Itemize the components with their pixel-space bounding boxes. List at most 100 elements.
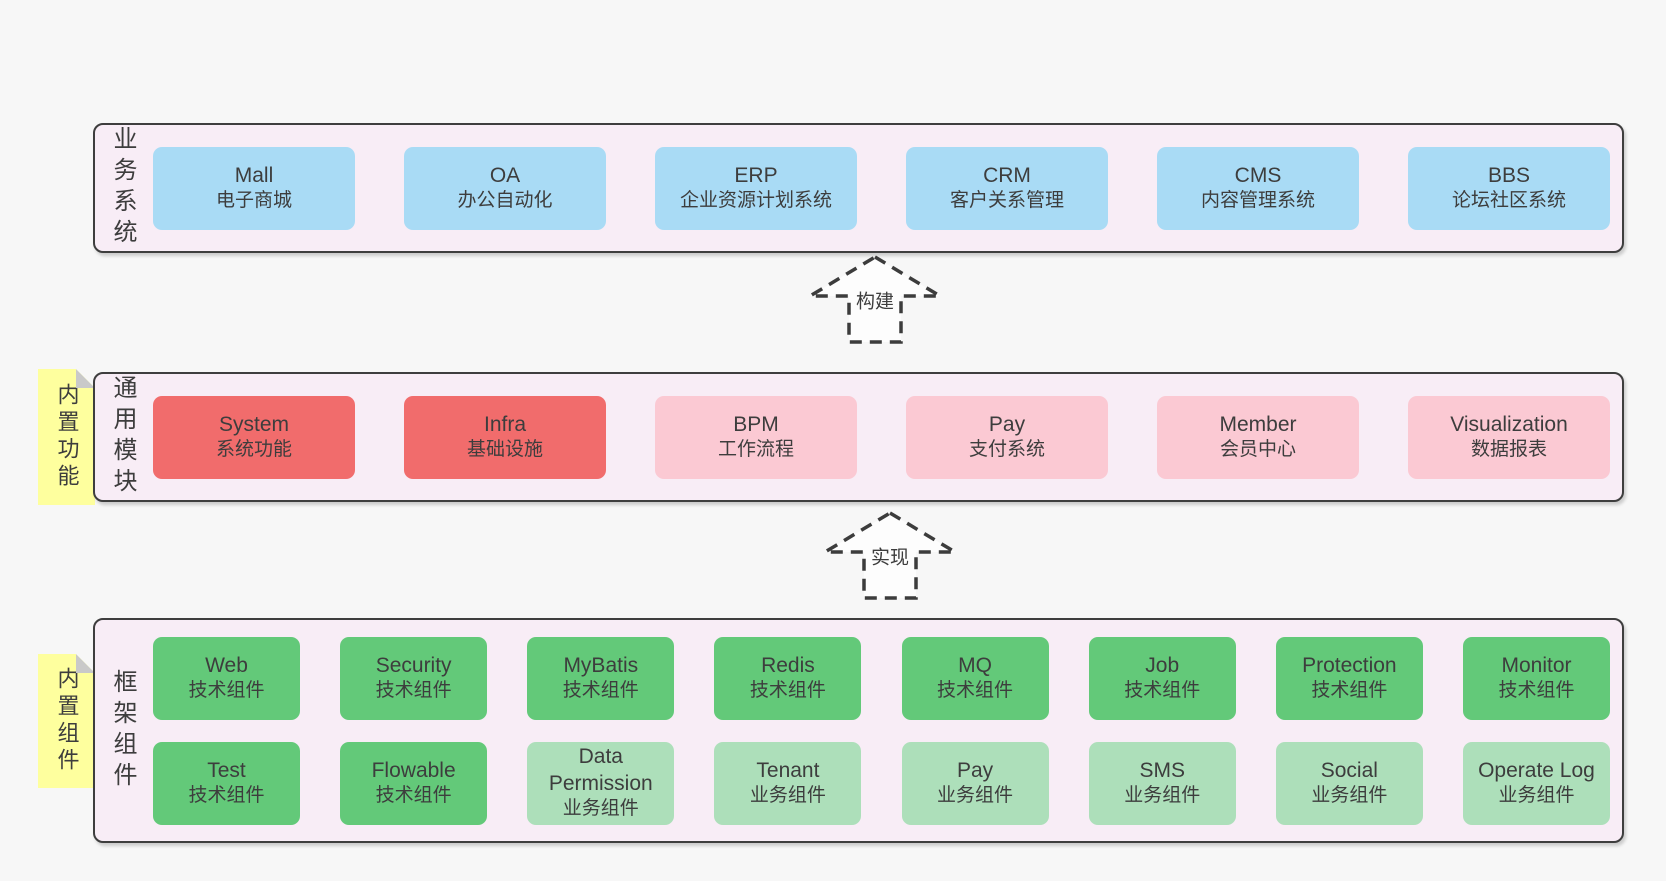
box-title: Job (1145, 653, 1180, 677)
box-subtitle: 业务组件 (1311, 784, 1388, 806)
box-title: Protection (1302, 653, 1397, 677)
box-title: Infra (483, 412, 527, 436)
box-title: System (218, 412, 289, 436)
box-title: Monitor (1501, 653, 1572, 677)
box-subtitle: 技术组件 (375, 784, 452, 806)
band-label-framework-components: 框架组件 (95, 620, 149, 841)
band-content: Mall 电子商城 OA 办公自动化 ERP 企业资源计划系统 CRM 客户关系… (149, 125, 1622, 251)
box-pay-business: Pay 业务组件 (901, 741, 1049, 825)
box-title: BBS (1487, 163, 1531, 187)
box-security: Security 技术组件 (340, 636, 488, 720)
band-label-text: 框架组件 (109, 668, 136, 793)
box-member: Member 会员中心 (1157, 395, 1359, 479)
box-subtitle: 业务组件 (749, 784, 826, 806)
box-subtitle: 企业资源计划系统 (679, 189, 832, 211)
band-label-text: 业务系统 (109, 126, 136, 250)
box-tenant: Tenant 业务组件 (714, 741, 862, 825)
band-label-common-modules: 通用模块 (95, 374, 149, 500)
box-subtitle: 业务组件 (937, 784, 1014, 806)
box-title: Test (207, 758, 246, 782)
box-title: SMS (1139, 758, 1185, 782)
box-bbs: BBS 论坛社区系统 (1408, 146, 1610, 230)
band-common-modules: 通用模块 System 系统功能 Infra 基础设施 BPM 工作流程 Pay (93, 372, 1624, 502)
band-business-systems: 业务系统 Mall 电子商城 OA 办公自动化 ERP 企业资源计划系统 CRM (93, 123, 1624, 253)
band-label-text: 通用模块 (109, 375, 136, 499)
box-title: CMS (1234, 163, 1282, 187)
box-infra: Infra 基础设施 (404, 395, 606, 479)
box-title: CRM (983, 163, 1031, 187)
box-title: BPM (733, 412, 779, 436)
box-title: MQ (958, 653, 992, 677)
band-content: Web 技术组件 Security 技术组件 MyBatis 技术组件 Redi… (149, 620, 1622, 841)
box-title: Tenant (756, 758, 820, 782)
box-title: Pay (988, 412, 1026, 436)
box-subtitle: 业务组件 (1498, 784, 1575, 806)
box-subtitle: 业务组件 (1124, 784, 1201, 806)
sticky-note-builtin-components: 内置组件 (38, 654, 95, 788)
band-label-business-systems: 业务系统 (95, 125, 149, 251)
box-title: Visualization (1450, 412, 1568, 436)
band-framework-components: 框架组件 Web 技术组件 Security 技术组件 MyBatis 技术组件… (93, 618, 1624, 843)
box-subtitle: 技术组件 (562, 679, 639, 701)
box-subtitle: 技术组件 (1124, 679, 1201, 701)
box-title: MyBatis (563, 653, 639, 677)
box-erp: ERP 企业资源计划系统 (655, 146, 857, 230)
box-visualization: Visualization 数据报表 (1408, 395, 1610, 479)
box-title: Pay (956, 758, 994, 782)
box-mall: Mall 电子商城 (153, 146, 355, 230)
implement-arrow-label: 实现 (867, 541, 913, 571)
box-oa: OA 办公自动化 (404, 146, 606, 230)
box-subtitle: 技术组件 (749, 679, 826, 701)
box-social: Social 业务组件 (1275, 741, 1423, 825)
box-subtitle: 技术组件 (375, 679, 452, 701)
box-redis: Redis 技术组件 (714, 636, 862, 720)
box-mybatis: MyBatis 技术组件 (527, 636, 675, 720)
sticky-note-label: 内置功能 (54, 383, 80, 491)
box-row: Test 技术组件 Flowable 技术组件 Data Permission … (153, 741, 1610, 825)
box-flowable: Flowable 技术组件 (340, 741, 488, 825)
box-title: Flowable (371, 758, 456, 782)
box-title: Data Permission (548, 745, 653, 795)
build-arrow-label: 构建 (852, 285, 898, 315)
box-subtitle: 技术组件 (937, 679, 1014, 701)
box-subtitle: 论坛社区系统 (1451, 189, 1566, 211)
sticky-note-builtin-features: 内置功能 (38, 369, 95, 505)
implement-arrow: 实现 (815, 510, 965, 602)
box-job: Job 技术组件 (1088, 636, 1236, 720)
box-subtitle: 基础设施 (466, 438, 543, 460)
box-subtitle: 会员中心 (1219, 438, 1296, 460)
box-protection: Protection 技术组件 (1275, 636, 1423, 720)
box-bpm: BPM 工作流程 (655, 395, 857, 479)
box-title: Operate Log (1478, 758, 1595, 782)
box-title: OA (489, 163, 521, 187)
box-crm: CRM 客户关系管理 (906, 146, 1108, 230)
box-system: System 系统功能 (153, 395, 355, 479)
box-subtitle: 电子商城 (215, 189, 292, 211)
box-web: Web 技术组件 (153, 636, 300, 720)
box-title: Security (375, 653, 452, 677)
box-row: Mall 电子商城 OA 办公自动化 ERP 企业资源计划系统 CRM 客户关系… (153, 146, 1610, 230)
box-title: Redis (761, 653, 815, 677)
band-content: System 系统功能 Infra 基础设施 BPM 工作流程 Pay 支付系统… (149, 374, 1622, 500)
box-title: Web (205, 653, 248, 677)
box-pay: Pay 支付系统 (906, 395, 1108, 479)
box-row: Web 技术组件 Security 技术组件 MyBatis 技术组件 Redi… (153, 636, 1610, 720)
box-operate-log: Operate Log 业务组件 (1462, 741, 1610, 825)
box-title: Mall (234, 163, 274, 187)
box-subtitle: 技术组件 (1311, 679, 1388, 701)
box-subtitle: 内容管理系统 (1200, 189, 1315, 211)
box-title: ERP (734, 163, 778, 187)
box-subtitle: 工作流程 (717, 438, 794, 460)
build-arrow: 构建 (800, 254, 950, 346)
box-subtitle: 支付系统 (968, 438, 1045, 460)
box-subtitle: 技术组件 (188, 784, 265, 806)
box-subtitle: 业务组件 (562, 797, 639, 819)
box-data-permission: Data Permission 业务组件 (527, 741, 675, 825)
box-subtitle: 系统功能 (215, 438, 292, 460)
box-subtitle: 客户关系管理 (949, 189, 1064, 211)
box-monitor: Monitor 技术组件 (1462, 636, 1610, 720)
box-test: Test 技术组件 (153, 741, 300, 825)
box-subtitle: 技术组件 (1498, 679, 1575, 701)
box-cms: CMS 内容管理系统 (1157, 146, 1359, 230)
